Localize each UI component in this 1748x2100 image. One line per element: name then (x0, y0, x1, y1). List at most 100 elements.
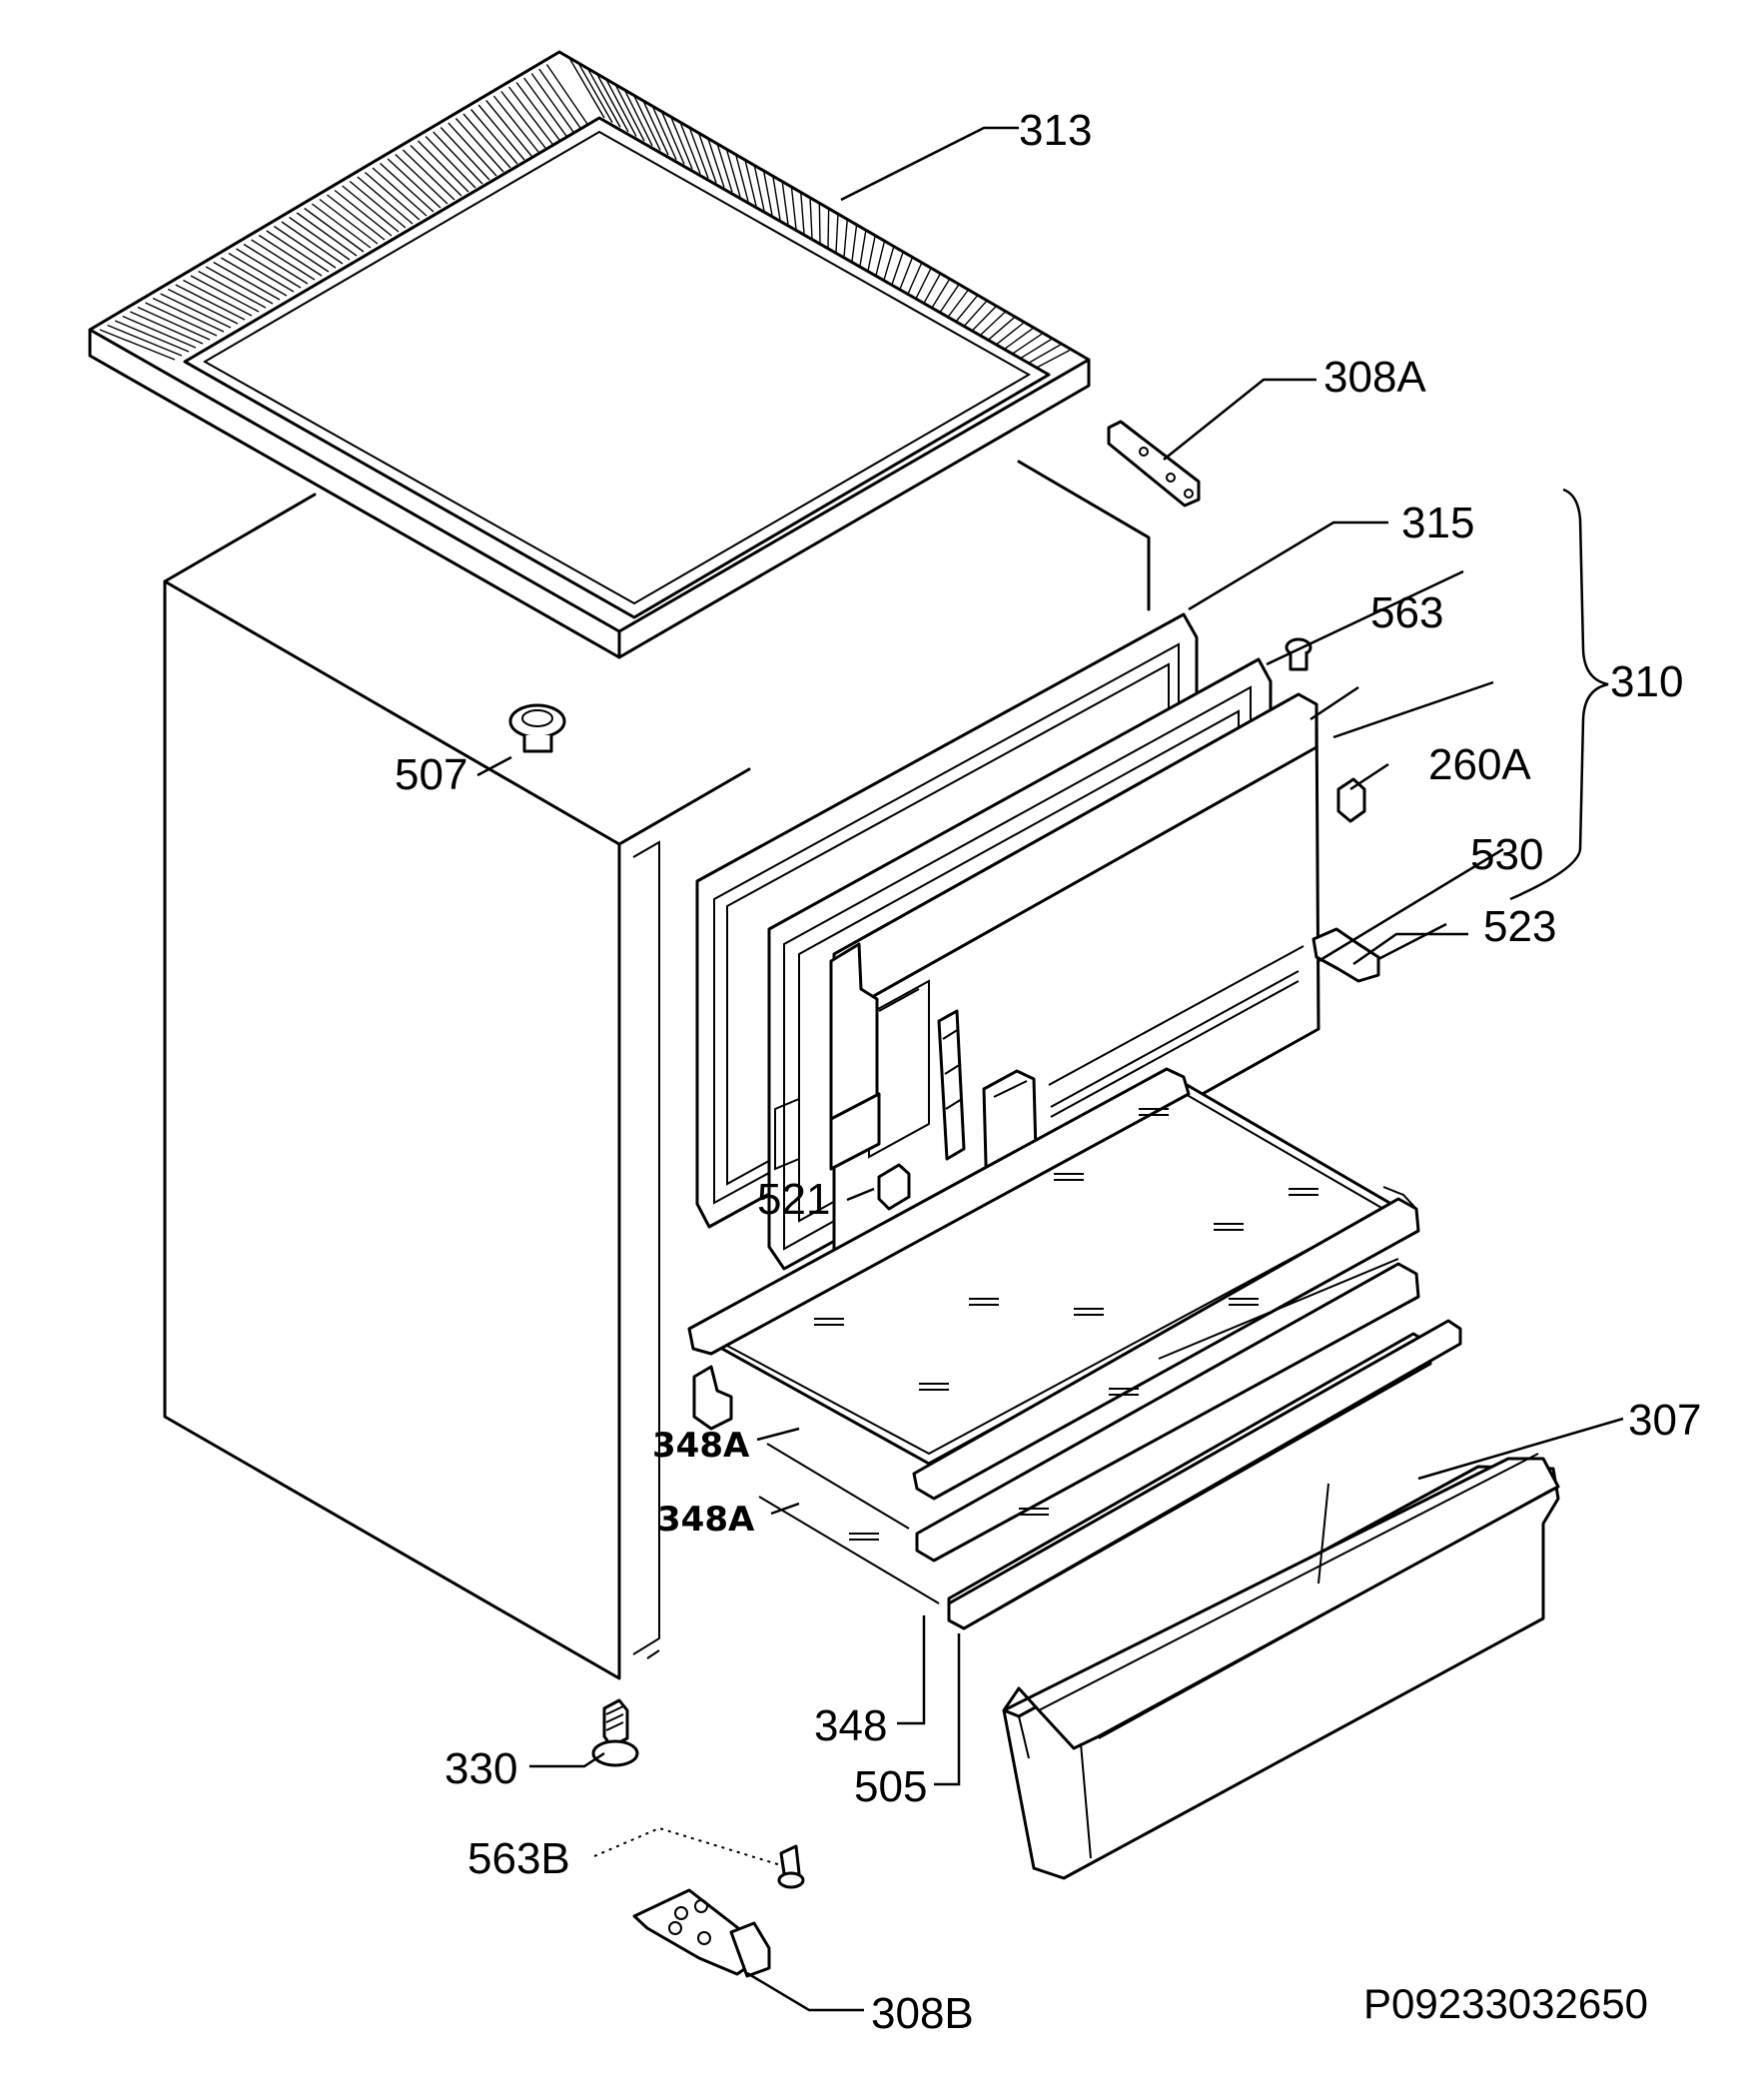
vent-hatch-line (266, 230, 330, 273)
callout-260A: 260A (1428, 740, 1531, 789)
vent-hatch-line (213, 261, 281, 301)
callout-315: 315 (1401, 499, 1474, 547)
vent-hatch-line (258, 234, 323, 277)
callout-563: 563 (1370, 588, 1443, 637)
vent-hatch-line (114, 320, 190, 353)
vent-hatch-line (515, 82, 560, 141)
vent-hatch-line (523, 77, 567, 137)
vent-hatch-line (327, 194, 386, 241)
lamp-part-521 (877, 1163, 911, 1211)
vent-hatch-line (867, 236, 876, 272)
callout-308B: 308B (871, 1989, 974, 2038)
hinge-pin-part-523 (1311, 927, 1380, 983)
vent-hatch-line (763, 171, 773, 216)
vent-hatch-line (380, 162, 435, 213)
vent-hatch-line (827, 209, 830, 248)
vent-hatch-line (568, 57, 605, 119)
vent-hatch-line (859, 231, 867, 267)
hinge-part-308A (1107, 420, 1201, 508)
vent-hatch-line (596, 73, 629, 133)
vent-hatch-line (357, 176, 414, 225)
vent-hatch-line (418, 140, 469, 193)
door-bin-307 (1002, 1453, 1560, 1880)
vent-hatch-line (470, 109, 518, 165)
glass-reflection-marks (814, 1108, 1318, 1396)
vent-hatch-line (923, 274, 941, 304)
vent-hatch-line (130, 311, 204, 345)
vent-hatch-line (145, 302, 218, 337)
vent-hatch-line (198, 270, 267, 309)
vent-hatch-line (586, 68, 621, 128)
plug-part-507 (508, 703, 566, 753)
vent-hatch-line (439, 127, 490, 181)
cabinet-body (163, 460, 1151, 1680)
vent-hatch-line (507, 86, 553, 145)
door-handle (829, 942, 881, 1171)
vent-hatch-line (955, 295, 978, 323)
vent-hatch-line (387, 158, 441, 209)
callout-530: 530 (1470, 830, 1543, 879)
vent-hatch-line (1027, 344, 1061, 365)
vent-hatch-line (725, 149, 741, 198)
callout-313: 313 (1019, 106, 1092, 155)
vent-hatch-line (577, 63, 613, 123)
callout-523: 523 (1483, 902, 1556, 951)
vent-hatch-line (670, 117, 693, 170)
shelf-support-bracket (692, 1365, 733, 1431)
vent-hatch-line (251, 239, 316, 281)
vent-hatch-line (875, 242, 885, 276)
vent-hatch-line (688, 128, 709, 179)
vent-hatch-line (995, 322, 1024, 346)
vent-hatch-line (281, 221, 344, 265)
vent-hatch-line (735, 155, 749, 202)
vent-hatch-line (274, 225, 337, 269)
vent-hatch-line (402, 149, 455, 201)
vent-hatch-line (99, 329, 176, 361)
vent-hatch-line (790, 187, 797, 230)
vent-hatch-line (364, 171, 421, 221)
vent-hatch-line (971, 306, 997, 332)
drawing-number: P09233032650 (1363, 1980, 1648, 2027)
vent-hatch-line (205, 266, 274, 305)
vent-hatch-line (1019, 339, 1052, 360)
vent-hatch-line (979, 312, 1006, 337)
shelf-strip-505 (947, 1319, 1462, 1630)
vent-hatch-line (716, 144, 733, 193)
vent-hatch-line (289, 216, 351, 261)
vent-hatch-line (605, 79, 637, 137)
vent-hatch-line (800, 193, 805, 234)
vent-hatch-line (160, 293, 232, 329)
vent-hatch-line (987, 317, 1015, 342)
callout-348A-lower: 348A (657, 1500, 755, 1540)
callout-308A: 308A (1323, 353, 1426, 402)
vent-hatch-line (410, 145, 462, 197)
worktop-part-313 (88, 50, 1091, 659)
vent-hatch-line (835, 215, 839, 253)
callout-330: 330 (444, 1744, 517, 1793)
vent-hatch-line (744, 160, 757, 207)
callout-348: 348 (814, 1701, 887, 1750)
vent-hatch-line (538, 68, 581, 129)
vent-hatch-line (851, 225, 858, 262)
leader-lines (476, 126, 1624, 2012)
vent-hatch-line (372, 167, 428, 217)
callout-310: 310 (1610, 657, 1683, 706)
vent-hatch-line (122, 315, 197, 349)
vent-hatch-line (772, 177, 781, 221)
glass-shelf-348A-upper (687, 1067, 1420, 1501)
thermostat-bracket (937, 1009, 966, 1161)
vent-hatch-line (1035, 349, 1071, 369)
worktop-vent-grille (99, 57, 1071, 369)
vent-hatch-line (342, 185, 400, 233)
vent-hatch-line (1011, 333, 1043, 356)
vent-hatch-line (753, 166, 765, 211)
vent-hatch-line (1003, 328, 1034, 351)
callout-labels: 313 308A 315 563 310 507 260A 530 523 52… (395, 106, 1701, 2038)
vent-hatch-line (433, 131, 483, 185)
vent-hatch-line (183, 279, 253, 317)
glass-shelf-348A-lower (766, 1258, 1420, 1563)
screw-part-563B (777, 1844, 805, 1889)
vent-hatch-line (530, 73, 574, 133)
callout-507: 507 (395, 750, 467, 799)
vent-hatch-line (220, 257, 288, 297)
